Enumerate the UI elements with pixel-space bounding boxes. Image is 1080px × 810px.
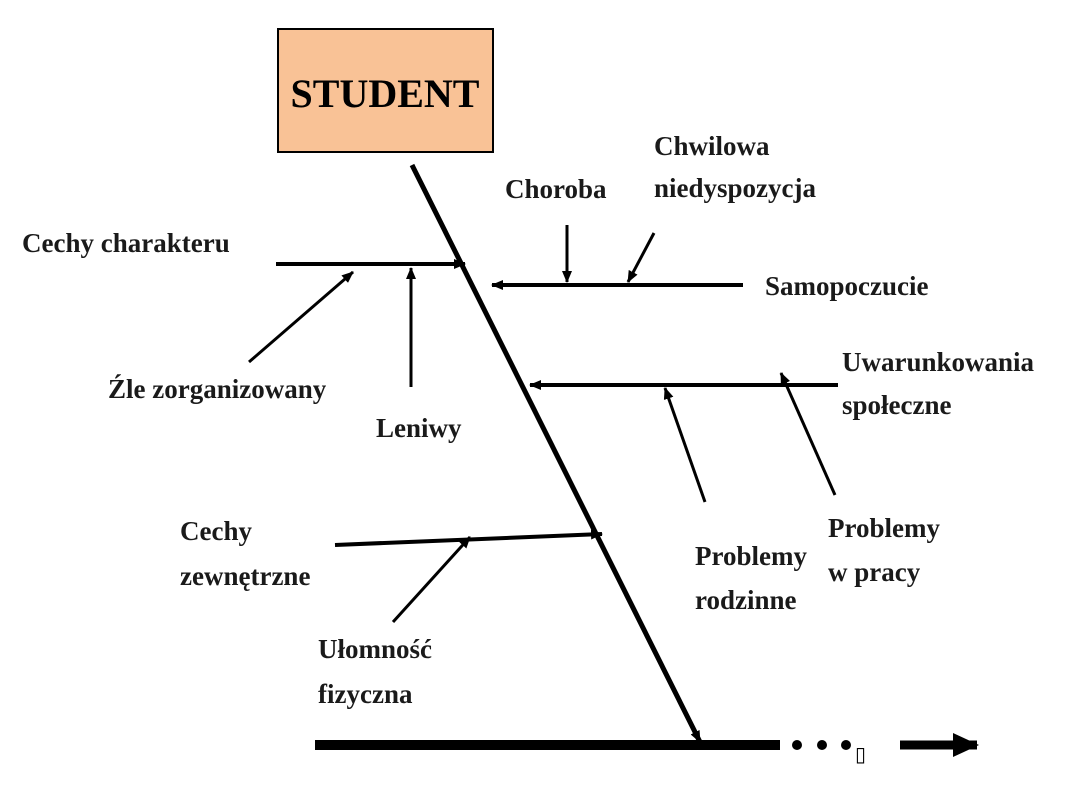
subcause-arrow <box>626 232 656 283</box>
branch-label: Uwarunkowania społeczne <box>842 347 1041 420</box>
branch-cechy-charakteru: Cechy charakteru Źle zorganizowany Leniw… <box>22 228 466 443</box>
subcause-label: Problemy rodzinne <box>695 541 814 615</box>
dot-1 <box>792 740 802 750</box>
subcause-arrow <box>391 535 472 624</box>
subcause-arrow <box>663 387 707 503</box>
main-spine <box>409 163 703 744</box>
title-box: STUDENT <box>277 28 494 153</box>
subcause-label: Ułomność fizyczna <box>318 634 439 709</box>
continuation-dots <box>792 740 851 750</box>
branch-label: Cechy zewnętrzne <box>180 516 310 591</box>
subcause-label: Choroba <box>505 174 607 204</box>
title-box-rect <box>277 28 494 153</box>
subcause-label: Problemy w pracy <box>828 513 947 587</box>
branch-samopoczucie: Samopoczucie Choroba Chwilowa niedyspozy… <box>491 131 928 301</box>
branch-label: Samopoczucie <box>765 271 928 301</box>
dot-2 <box>817 740 827 750</box>
subcause-label: Chwilowa niedyspozycja <box>654 131 817 203</box>
branch-label: Cechy charakteru <box>22 228 230 258</box>
dot-3 <box>841 740 851 750</box>
subcause-label: Leniwy <box>376 413 462 443</box>
subcause-arrow <box>779 372 837 496</box>
subcause-label: Źle zorganizowany <box>108 374 327 404</box>
branch-uwarunkowania-spoleczne: Uwarunkowania społeczne Problemy rodzinn… <box>529 347 1041 615</box>
continuation-glyph: ▯ <box>855 742 866 766</box>
subcause-arrow <box>248 270 354 364</box>
title-text: STUDENT <box>291 71 480 116</box>
branch-cechy-zewnetrzne: Cechy zewnętrzne Ułomność fizyczna <box>180 516 603 709</box>
